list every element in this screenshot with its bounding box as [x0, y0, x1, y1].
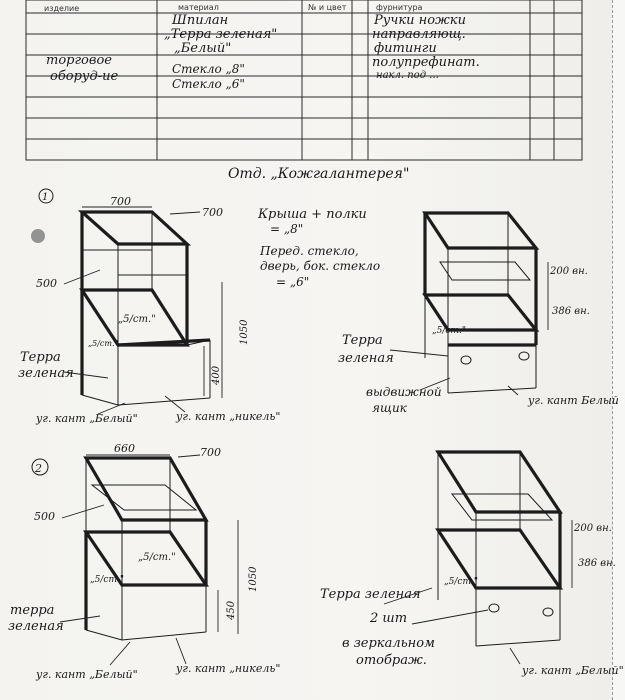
material-line-1: Шпилан	[171, 13, 228, 28]
d2r-glass: „5/ст."	[444, 577, 478, 587]
d1-note-4: дверь, бок. стекло	[260, 259, 380, 273]
fittings-line-2: направляющ.	[372, 27, 466, 42]
d2-depth: 700	[200, 446, 221, 459]
d2-width: 660	[114, 442, 135, 455]
cabinet-1-left: 1 700 700 500 „5/ст." „5/ст." 1050 400	[18, 188, 380, 425]
section-title: Отд. „Кожгалантерея"	[228, 166, 409, 182]
d1-glass-small: „5/ст."	[88, 339, 118, 348]
d1-note-5: = „6"	[276, 275, 309, 289]
paper-margin	[612, 0, 625, 700]
d2-edge-left: уг. кант „Белый"	[35, 668, 138, 681]
col-material-header: материал	[178, 3, 219, 12]
material-line-3: „Белый"	[174, 41, 231, 56]
d1-height: 1050	[239, 319, 250, 345]
d2-terra-2: зеленая	[8, 619, 64, 634]
d1-width: 700	[110, 195, 131, 208]
d1-glass: „5/ст."	[118, 314, 156, 325]
drawing-2-number: 2	[34, 462, 42, 475]
fittings-line-3: фитинги	[374, 41, 437, 56]
d1-terra-2: зеленая	[18, 366, 74, 381]
d2-side: 500	[34, 510, 55, 523]
d2r-terra: Терра зеленая	[320, 587, 421, 602]
d1r-top: 200 вн.	[549, 266, 588, 277]
d1-edge-right: уг. кант „никель"	[175, 410, 280, 423]
d2-glass-small: „5/ст."	[90, 575, 124, 585]
d1r-edge: уг. кант Белый	[527, 394, 619, 407]
d2r-qty: 2 шт	[369, 611, 407, 626]
d2-terra-1: терра	[10, 603, 54, 618]
d2r-top: 200 вн.	[573, 523, 612, 534]
d1r-drawer-1: выдвижной	[366, 385, 442, 399]
fittings-line-4: полупрефинат.	[372, 55, 480, 70]
d2-edge-right: уг. кант „никель"	[175, 662, 280, 675]
item-row-1: торговое	[46, 53, 112, 68]
d1-terra-1: Терра	[20, 350, 61, 365]
material-line-4: Стекло „8"	[172, 62, 245, 76]
d1r-terra-2: зеленая	[338, 351, 394, 366]
col-fittings-header: фурнитура	[376, 3, 423, 12]
d1-note-1: Крыша + полки	[257, 207, 367, 222]
spec-table: изделие материал № и цвет фурнитура торг…	[25, 0, 583, 161]
fittings-line-5: накл. под ...	[376, 70, 439, 81]
cabinet-2-left: 2 660 700 500 „5/ст." „5/ст." 1050 450 т…	[8, 442, 280, 681]
d1-depth: 700	[202, 206, 223, 219]
d1-side: 500	[36, 277, 57, 290]
material-line-5: Стекло „6"	[172, 77, 245, 91]
col-item-header: изделие	[44, 4, 79, 13]
col-number-color-header: № и цвет	[308, 3, 347, 12]
d1r-glass: „5/ст."	[432, 326, 466, 336]
d1-base: 400	[211, 365, 222, 386]
cabinet-2-right: 200 вн. 386 вн. „5/ст." Терра зеленая 2 …	[320, 450, 624, 677]
d2-height: 1050	[248, 566, 259, 592]
fittings-line-1: Ручки ножки	[373, 13, 466, 28]
d1-note-3: Перед. стекло,	[259, 244, 359, 258]
d2-glass: „5/ст."	[138, 552, 176, 563]
d2r-mirror-1: в зеркальном	[342, 636, 435, 651]
d1-edge-left: уг. кант „Белый"	[35, 412, 138, 425]
d2r-mid: 386 вн.	[578, 558, 616, 569]
paper-sheet	[0, 0, 612, 700]
material-line-2: „Терра зеленая"	[164, 27, 277, 42]
d2-base: 450	[226, 600, 237, 621]
d2r-mirror-2: отображ.	[356, 653, 427, 668]
cabinet-1-right: 200 вн. 386 вн. „5/ст." Терра зеленая вы…	[338, 211, 619, 415]
d1-note-2: = „8"	[270, 222, 303, 236]
drawing-1-number: 1	[42, 192, 48, 203]
d2r-edge: уг. кант „Белый"	[521, 664, 624, 677]
d1r-terra-1: Терра	[342, 333, 383, 348]
item-row-2: оборуд-ие	[50, 69, 118, 84]
d1r-drawer-2: ящик	[372, 401, 408, 415]
d1r-mid: 386 вн.	[552, 306, 590, 317]
